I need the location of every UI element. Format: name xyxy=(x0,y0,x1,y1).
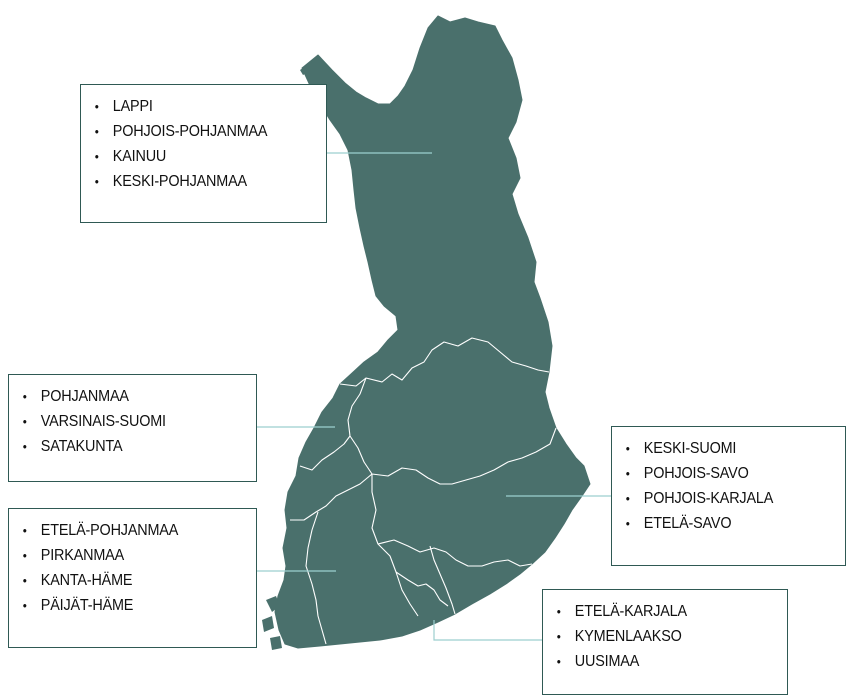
region-label: KESKI-POHJANMAA xyxy=(93,169,294,194)
region-label: KANTA-HÄME xyxy=(21,568,224,593)
region-label: PÄIJÄT-HÄME xyxy=(21,593,224,618)
region-label: KAINUU xyxy=(93,144,294,169)
region-label: POHJOIS-SAVO xyxy=(624,461,814,486)
region-label: POHJANMAA xyxy=(21,384,224,409)
region-box-south: ETELÄ-KARJALA KYMENLAAKSO UUSIMAA xyxy=(542,589,788,695)
archipelago-southwest xyxy=(262,596,282,650)
region-label: KESKI-SUOMI xyxy=(624,436,814,461)
region-label: UUSIMAA xyxy=(555,649,755,674)
region-list-east: KESKI-SUOMI POHJOIS-SAVO POHJOIS-KARJALA… xyxy=(624,436,835,536)
region-label: KYMENLAAKSO xyxy=(555,624,755,649)
region-box-east: KESKI-SUOMI POHJOIS-SAVO POHJOIS-KARJALA… xyxy=(611,426,846,566)
region-label: ETELÄ-POHJANMAA xyxy=(21,518,224,543)
region-borders xyxy=(290,337,557,645)
region-list-west: POHJANMAA VARSINAIS-SUOMI SATAKUNTA xyxy=(21,384,246,459)
leader-south xyxy=(433,620,542,641)
region-label: VARSINAIS-SUOMI xyxy=(21,409,224,434)
leader-lines xyxy=(257,152,611,641)
region-label: ETELÄ-KARJALA xyxy=(555,599,755,624)
region-list-south: ETELÄ-KARJALA KYMENLAAKSO UUSIMAA xyxy=(555,599,777,674)
region-list-southwest: ETELÄ-POHJANMAA PIRKANMAA KANTA-HÄME PÄI… xyxy=(21,518,246,618)
region-label: POHJOIS-KARJALA xyxy=(624,486,814,511)
region-box-north: LAPPI POHJOIS-POHJANMAA KAINUU KESKI-POH… xyxy=(80,84,327,223)
region-box-west: POHJANMAA VARSINAIS-SUOMI SATAKUNTA xyxy=(8,374,257,482)
region-label: POHJOIS-POHJANMAA xyxy=(93,119,294,144)
region-label: ETELÄ-SAVO xyxy=(624,511,814,536)
region-box-southwest: ETELÄ-POHJANMAA PIRKANMAA KANTA-HÄME PÄI… xyxy=(8,508,257,648)
region-label: LAPPI xyxy=(93,94,294,119)
region-label: PIRKANMAA xyxy=(21,543,224,568)
finland-land xyxy=(274,15,591,649)
island-north xyxy=(300,66,309,75)
region-label: SATAKUNTA xyxy=(21,434,224,459)
region-list-north: LAPPI POHJOIS-POHJANMAA KAINUU KESKI-POH… xyxy=(93,94,316,194)
